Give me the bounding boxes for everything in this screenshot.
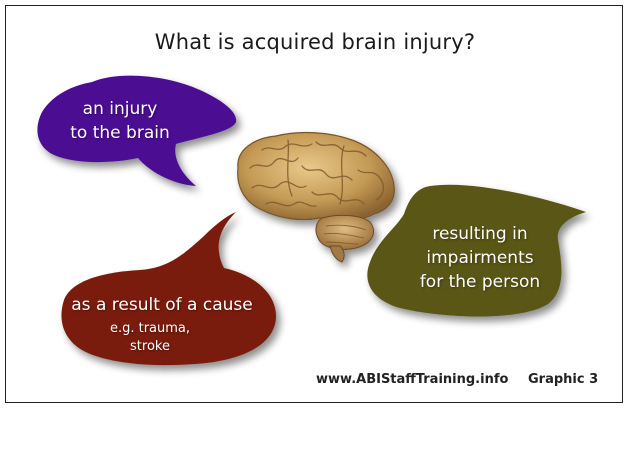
bubble-injury-line: to the brain (70, 123, 170, 143)
bubble-cause-text: as a result of a cause (62, 294, 262, 316)
page-title: What is acquired brain injury? (154, 30, 476, 54)
bubble-injury-line: an injury (82, 99, 158, 119)
bubble-cause-line: as a result of a cause (71, 295, 253, 315)
bubble-injury (37, 75, 237, 186)
bubble-impairments-line: resulting in (432, 224, 528, 244)
bubble-impairments-text: resulting in impairments for the person (395, 222, 565, 294)
bubble-cause-example: stroke (130, 339, 170, 354)
bubble-injury-text: an injury to the brain (55, 97, 185, 145)
footer-url: www.ABIStaffTraining.info (316, 372, 509, 387)
bubble-impairments-line: impairments (426, 248, 534, 268)
bubble-impairments-line: for the person (419, 272, 541, 292)
bubble-cause-example: e.g. trauma, (109, 321, 191, 336)
bubble-cause (61, 212, 277, 366)
bubble-cause-subtext: e.g. trauma, stroke (95, 320, 205, 356)
brain-photo (237, 131, 395, 263)
graphic-label: Graphic 3 (528, 372, 599, 387)
bubble-impairments (367, 184, 586, 317)
